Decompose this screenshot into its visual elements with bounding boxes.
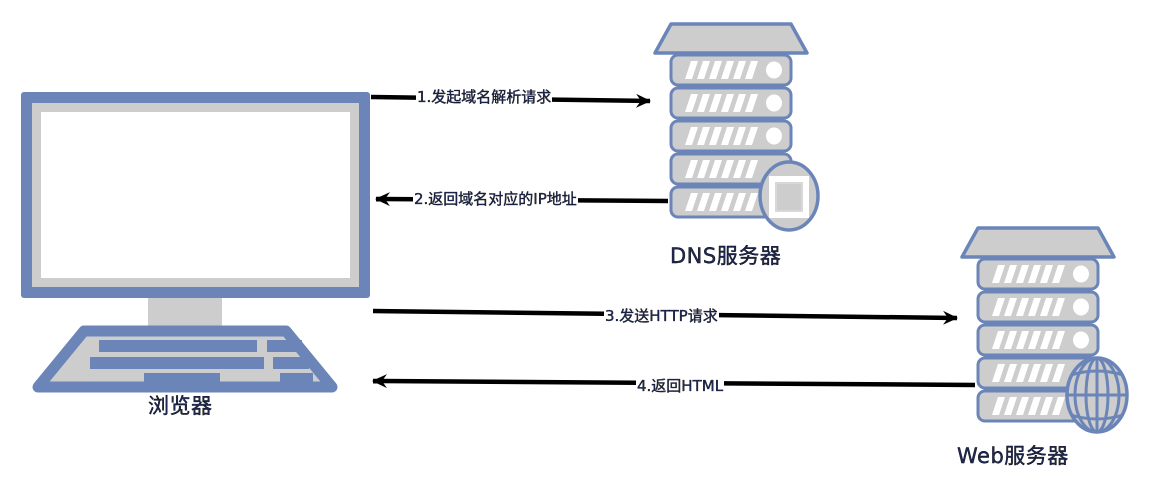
edge-4-label: 4.返回HTML (636, 377, 725, 395)
desktop-computer-icon (21, 92, 370, 393)
edge-3-label: 3.发送HTTP请求 (604, 307, 719, 325)
globe-icon (1065, 356, 1129, 434)
keyboard-keys (90, 340, 313, 385)
dns-server-rack-icon (653, 22, 820, 232)
edge-1-label: 1.发起域名解析请求 (416, 88, 553, 106)
web-server-rack-icon (960, 226, 1129, 434)
edge-2-label: 2.返回域名对应的IP地址 (413, 190, 578, 208)
dns-server-label: DNS服务器 (670, 244, 782, 268)
square-badge-icon (758, 160, 820, 232)
browser-label: 浏览器 (148, 394, 213, 418)
web-server-label: Web服务器 (957, 444, 1069, 468)
